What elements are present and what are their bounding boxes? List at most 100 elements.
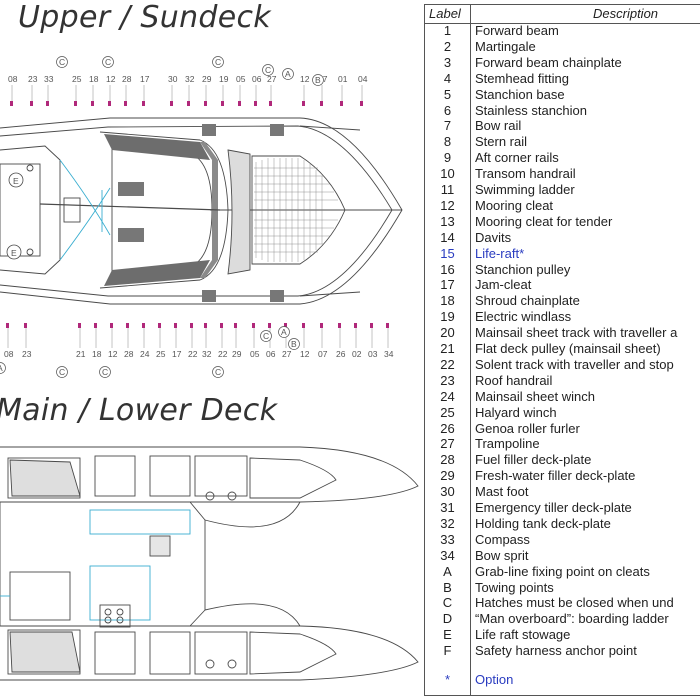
legend-row-description: Life raft stowage: [475, 627, 571, 643]
letter-marker-text: C: [102, 367, 108, 377]
callout-marker: [190, 323, 193, 328]
callout-marker: [252, 323, 255, 328]
legend-header-description: Description: [593, 6, 659, 21]
callout-marker: [386, 323, 389, 328]
callout-number: 17: [172, 349, 182, 359]
legend-row-label: 5: [443, 86, 452, 102]
legend-row-label: 7: [443, 118, 452, 134]
callout-marker: [338, 323, 341, 328]
callout-marker: [238, 101, 241, 106]
callout-marker: [46, 101, 49, 106]
deck-plan-drawing: E E 082333251812281730322919050627120701…: [0, 56, 419, 681]
letter-marker-circle: [288, 338, 300, 350]
upper-letter-markers: CCCABCCCCABCA: [0, 56, 324, 378]
legend-row-label: 4: [443, 70, 452, 86]
upper-e-markers: E E: [6, 172, 24, 260]
legend-row-description: Grab-line fixing point on cleats: [475, 563, 650, 579]
callout-marker: [320, 101, 323, 106]
callout-marker: [204, 323, 207, 328]
legend-row-description: Stanchion base: [475, 86, 565, 102]
legend-row-description: Mooring cleat: [475, 197, 554, 213]
legend-row-description: Emergency tiller deck-plate: [475, 500, 632, 515]
legend-option-text: Option: [475, 672, 514, 687]
legend-row-label: A: [443, 563, 452, 579]
callout-number: 04: [358, 74, 368, 84]
callout-marker: [340, 101, 343, 106]
legend-row-description: Jam-cleat: [475, 277, 532, 293]
letter-marker-text: C: [215, 367, 221, 377]
legend-row-label: 11: [440, 182, 455, 197]
callout-number: 05: [250, 349, 260, 359]
callout-number: 25: [72, 74, 82, 84]
legend-row-description: Trampoline: [475, 436, 540, 452]
callout-marker: [94, 323, 97, 328]
callout-number: 05: [236, 74, 246, 84]
hatch-2: [118, 228, 144, 242]
callout-number: 27: [267, 74, 277, 84]
legend-row-description: Genoa roller furler: [475, 420, 580, 436]
lower-hull-bottom: [0, 625, 419, 681]
lower-deck-heading: Main / Lower Deck: [0, 393, 278, 428]
callout-marker: [220, 323, 223, 328]
legend-row-description: Solent track with traveller and stop: [475, 356, 674, 372]
legend-row-description: Holding tank deck-plate: [475, 515, 611, 531]
callout-number: 12: [300, 74, 310, 84]
callout-marker: [74, 101, 77, 106]
legend-row-description: Mainsail sheet track with traveller a: [475, 325, 678, 341]
legend-row-label: D: [442, 611, 453, 627]
callout-number: 03: [368, 349, 378, 359]
callout-number: 22: [218, 349, 228, 359]
legend-row-description: Mainsail sheet winch: [475, 388, 595, 404]
upper-deck-plan: [0, 117, 403, 305]
callout-number: 17: [140, 74, 150, 84]
legend-row-description: Roof handrail: [475, 372, 553, 388]
letter-marker-circle: [260, 330, 272, 342]
callout-number: 12: [108, 349, 118, 359]
legend-row-label: 1: [443, 23, 452, 38]
callout-number: 30: [168, 74, 178, 84]
legend-row: 25 Halyard winch: [425, 405, 700, 421]
callout-number: 25: [156, 349, 166, 359]
legend-row-description: Compass: [475, 531, 530, 547]
legend-row-label: 3: [443, 54, 452, 70]
legend-row-description: Halyard winch: [475, 404, 557, 420]
legend-option-row: * Option: [425, 672, 700, 688]
callout-number: 24: [140, 349, 150, 359]
callout-number: 18: [92, 349, 102, 359]
legend-row-description: Flat deck pulley (mainsail sheet): [475, 341, 661, 356]
letter-marker-text: A: [0, 363, 3, 373]
legend-row-description: Fresh-water filler deck-plate: [475, 468, 636, 484]
legend-row-label: F: [443, 643, 452, 659]
legend-row-label: 26: [440, 420, 455, 436]
coachroof-outline: [99, 131, 229, 289]
forepeak-bottom: [249, 631, 337, 675]
legend-row-label: 28: [440, 452, 455, 468]
legend-header-label: Label: [429, 6, 461, 21]
callout-number: 22: [188, 349, 198, 359]
letter-marker-circle: [312, 74, 324, 86]
forepeak-top: [249, 457, 337, 499]
trampoline-mesh: [254, 158, 338, 262]
legend-row-label: 25: [440, 404, 455, 420]
legend-row-description: Martingale: [475, 38, 536, 54]
legend-row-label: B: [443, 579, 452, 595]
letter-marker-text: C: [215, 57, 221, 67]
callout-number: 28: [122, 74, 132, 84]
legend-row-description: Davits: [475, 229, 512, 245]
legend-row-label: 17: [440, 277, 455, 293]
callout-number: 32: [185, 74, 195, 84]
legend-row-label: E: [443, 627, 452, 643]
letter-marker-circle: [56, 366, 68, 378]
letter-marker-circle: [102, 56, 114, 68]
